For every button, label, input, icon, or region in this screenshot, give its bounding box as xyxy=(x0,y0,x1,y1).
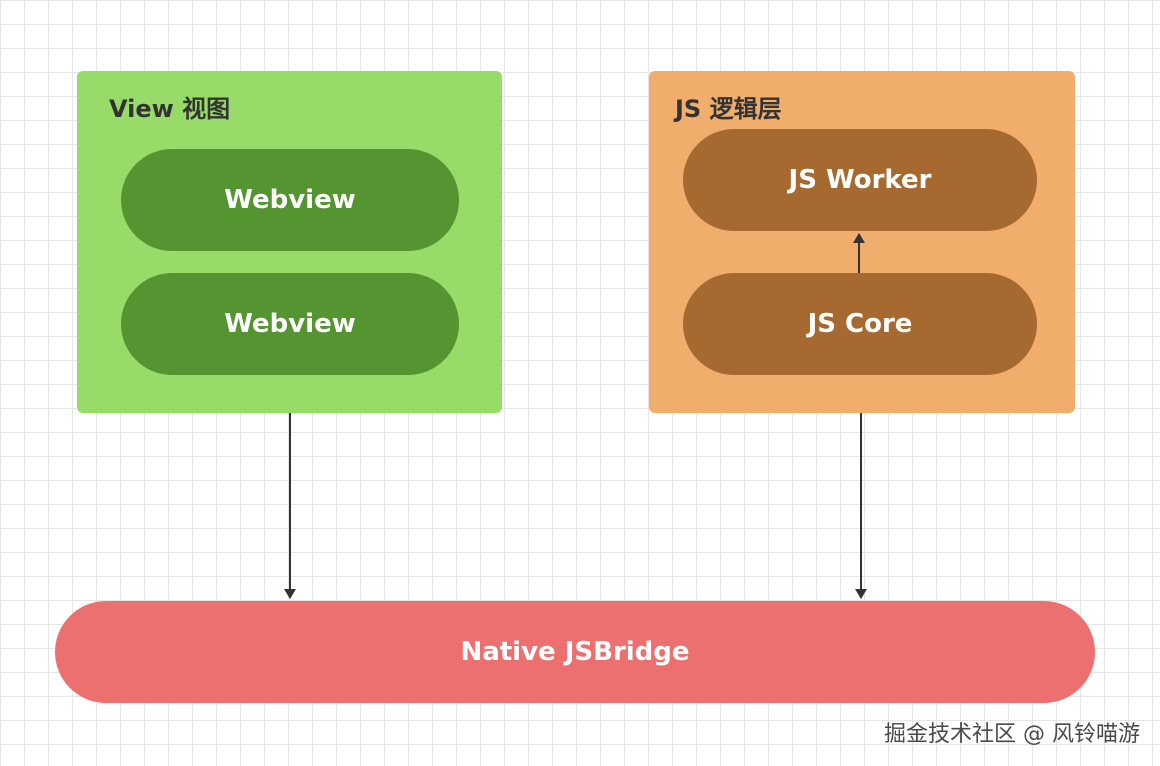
js-core-node: JS Core xyxy=(683,273,1037,375)
native-jsbridge-node: Native JSBridge xyxy=(55,601,1095,703)
js-logic-layer-title: JS 逻辑层 xyxy=(675,95,782,123)
webview-node-1-label: Webview xyxy=(224,185,356,215)
webview-node-2: Webview xyxy=(121,273,459,375)
webview-node-1: Webview xyxy=(121,149,459,251)
view-layer-title: View 视图 xyxy=(109,95,231,123)
js-worker-label: JS Worker xyxy=(788,165,932,195)
watermark-text: 掘金技术社区 @ 风铃喵游 xyxy=(884,722,1140,747)
js-core-label: JS Core xyxy=(807,309,913,339)
js-worker-node: JS Worker xyxy=(683,129,1037,231)
webview-node-2-label: Webview xyxy=(224,309,356,339)
native-jsbridge-label: Native JSBridge xyxy=(460,637,690,667)
